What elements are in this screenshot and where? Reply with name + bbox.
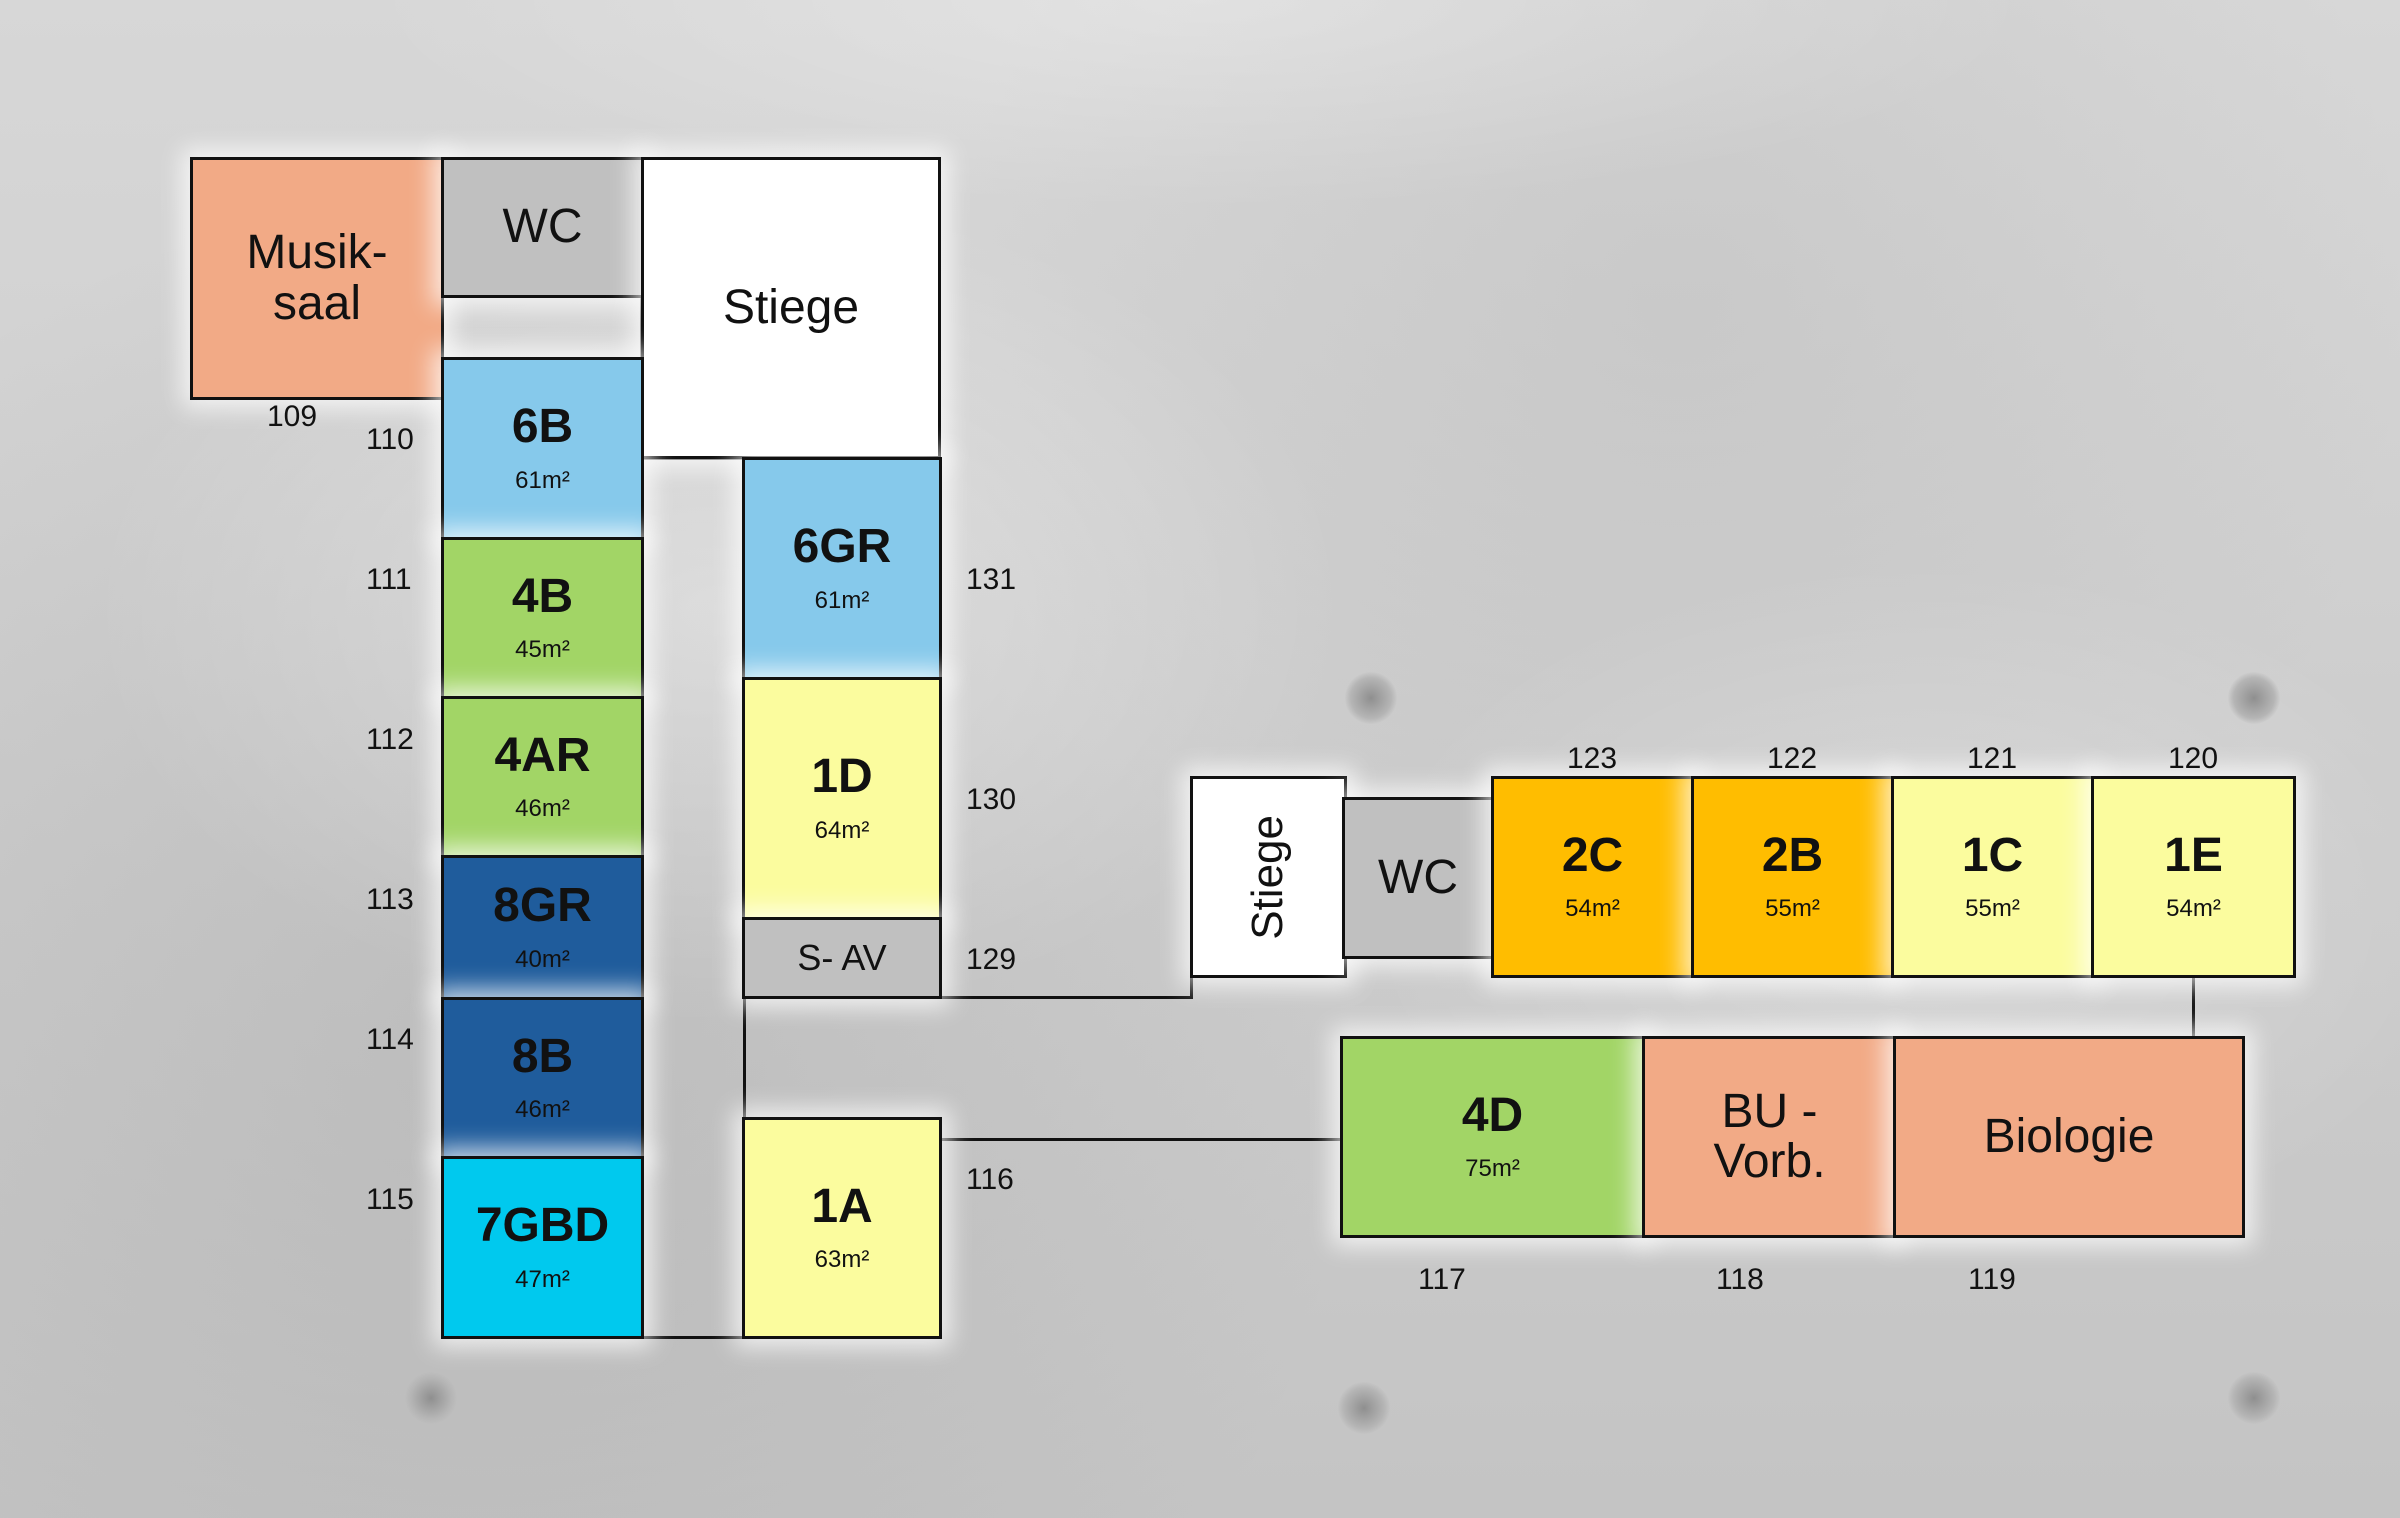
room-number-116: 116	[966, 1163, 1014, 1196]
room-1c[interactable]: 1C 55m²	[1891, 776, 2094, 978]
room-name: 4B	[511, 569, 574, 623]
room-4d[interactable]: 4D 75m²	[1340, 1036, 1645, 1238]
room-number-111: 111	[366, 563, 412, 596]
room-bu-vorb[interactable]: BU -Vorb.	[1642, 1036, 1897, 1238]
room-name: WC	[1378, 850, 1458, 904]
room-number-117: 117	[1418, 1263, 1466, 1296]
corridor-line	[938, 1138, 1343, 1141]
room-area: 46m²	[515, 795, 570, 823]
room-name: 1E	[2164, 828, 2223, 882]
room-4ar[interactable]: 4AR 46m²	[441, 696, 644, 858]
concrete-hole	[1338, 1382, 1390, 1434]
room-name: 1A	[811, 1179, 873, 1233]
room-biologie[interactable]: Biologie	[1893, 1036, 2245, 1238]
room-number-119: 119	[1968, 1263, 2016, 1296]
room-name: 6B	[511, 400, 574, 454]
room-name: 1D	[811, 750, 873, 804]
concrete-hole	[2228, 672, 2280, 724]
room-number-121: 121	[1967, 742, 2018, 775]
room-number-120: 120	[2168, 742, 2219, 775]
room-number-110: 110	[366, 423, 414, 456]
room-number-122: 122	[1767, 742, 1818, 775]
room-name: 6GR	[792, 520, 892, 574]
room-area: 61m²	[515, 466, 570, 494]
room-number-113: 113	[366, 883, 414, 916]
room-1a[interactable]: 1A 63m²	[742, 1117, 942, 1339]
room-area: 47m²	[515, 1265, 570, 1293]
room-area: 55m²	[1765, 895, 1820, 923]
room-8b[interactable]: 8B 46m²	[441, 997, 644, 1159]
room-number-123: 123	[1567, 742, 1618, 775]
room-area: 61m²	[814, 586, 870, 614]
room-name: 7GBD	[475, 1199, 610, 1253]
corridor-line	[2192, 975, 2195, 1039]
room-area: 40m²	[515, 945, 570, 973]
room-stiege-right[interactable]: Stiege	[1190, 776, 1347, 978]
room-number-115: 115	[366, 1183, 414, 1216]
concrete-hole	[1345, 672, 1397, 724]
room-number-114: 114	[366, 1023, 414, 1056]
room-2c[interactable]: 2C 54m²	[1491, 776, 1694, 978]
room-6b[interactable]: 6B 61m²	[441, 357, 644, 540]
room-name: 8GR	[493, 879, 592, 933]
room-area: 55m²	[1965, 895, 2020, 923]
room-name: 2B	[1761, 828, 1824, 882]
room-s-av[interactable]: S- AV	[742, 917, 942, 999]
room-number-118: 118	[1716, 1263, 1764, 1296]
room-7gbd[interactable]: 7GBD 47m²	[441, 1156, 644, 1339]
room-stiege-top[interactable]: Stiege	[641, 157, 941, 459]
room-1d[interactable]: 1D 64m²	[742, 677, 942, 920]
room-4b[interactable]: 4B 45m²	[441, 537, 644, 699]
room-name: S- AV	[797, 937, 887, 979]
concrete-hole	[405, 1372, 457, 1424]
room-wc-top[interactable]: WC	[441, 157, 644, 298]
room-name: Musik-saal	[246, 226, 388, 330]
room-number-109: 109	[267, 400, 318, 433]
room-name: WC	[502, 200, 583, 254]
room-number-112: 112	[366, 723, 414, 756]
corridor-line	[1190, 960, 1193, 999]
room-area: 46m²	[515, 1096, 570, 1124]
room-name: Stiege	[1243, 814, 1293, 940]
room-name: Stiege	[722, 280, 860, 334]
room-name: BU -Vorb.	[1713, 1084, 1826, 1188]
room-name: 2C	[1561, 828, 1624, 882]
room-number-130: 130	[966, 783, 1017, 816]
room-8gr[interactable]: 8GR 40m²	[441, 855, 644, 1000]
concrete-hole	[2228, 1372, 2280, 1424]
room-area: 54m²	[2166, 895, 2221, 923]
room-number-129: 129	[966, 943, 1017, 976]
room-area: 75m²	[1465, 1155, 1520, 1183]
room-name: 8B	[511, 1029, 574, 1083]
room-wc-right[interactable]: WC	[1342, 797, 1494, 959]
room-name: Biologie	[1983, 1109, 2155, 1163]
room-1e[interactable]: 1E 54m²	[2091, 776, 2296, 978]
corridor-line	[640, 1336, 745, 1339]
corridor-line	[743, 996, 1193, 999]
room-area: 63m²	[814, 1246, 870, 1274]
room-area: 64m²	[814, 816, 870, 844]
room-2b[interactable]: 2B 55m²	[1691, 776, 1894, 978]
room-area: 45m²	[515, 636, 570, 664]
room-musiksaal[interactable]: Musik-saal	[190, 157, 444, 400]
room-6gr[interactable]: 6GR 61m²	[742, 457, 942, 680]
room-area: 54m²	[1565, 895, 1620, 923]
room-name: 4AR	[494, 728, 591, 782]
room-name: 1C	[1961, 828, 2024, 882]
room-name: 4D	[1461, 1088, 1524, 1142]
room-number-131: 131	[966, 563, 1017, 596]
